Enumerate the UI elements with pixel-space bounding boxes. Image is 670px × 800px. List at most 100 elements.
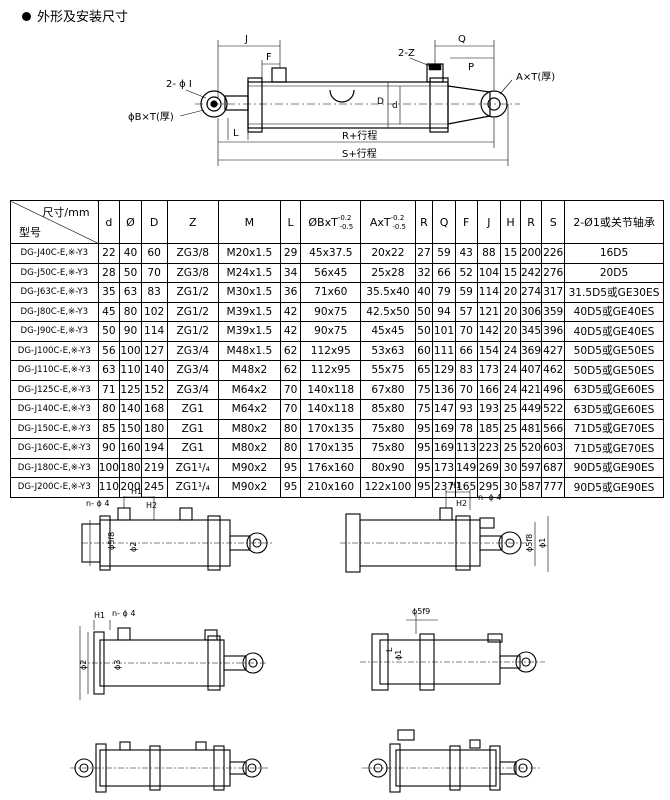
value-cell: 129 <box>432 360 456 381</box>
table-header-row: 尺寸/mm 型号 d Ø D Z M L ØBxT-0.2-0.5 AxT-0.… <box>10 200 664 244</box>
value-cell: 306 <box>519 301 543 322</box>
dim-L: L <box>233 128 239 139</box>
value-cell: 95 <box>279 477 302 498</box>
value-cell: 55x75 <box>360 360 416 381</box>
value-cell: 31.5D5或GE30ES <box>564 282 664 303</box>
value-cell: 112x95 <box>300 340 362 361</box>
value-cell: 170x135 <box>300 438 362 459</box>
value-cell: 57 <box>454 301 478 322</box>
v1-phi5: ϕ5f8 <box>107 532 116 550</box>
value-cell: 56 <box>97 340 121 361</box>
value-cell: 369 <box>519 340 543 361</box>
value-cell: 200 <box>519 243 543 264</box>
value-cell: 85 <box>97 418 121 439</box>
dim-AxT: A×T(厚) <box>516 71 555 83</box>
dim-S: S+行程 <box>342 147 377 160</box>
value-cell: 90 <box>97 438 121 459</box>
value-cell: M64x2 <box>218 379 281 400</box>
value-cell: 53x63 <box>360 340 416 361</box>
value-cell: ZG1¹/₄ <box>166 457 220 478</box>
value-cell: 345 <box>519 321 543 342</box>
value-cell: 110 <box>97 477 121 498</box>
value-cell: M30x1.5 <box>218 282 281 303</box>
dim-F: F <box>266 52 272 63</box>
bullet-icon <box>22 12 31 21</box>
v1-H1: H1 <box>131 487 142 496</box>
value-cell: 142 <box>476 321 502 342</box>
v2-H2: H2 <box>456 499 467 508</box>
header-D: D <box>140 200 168 244</box>
value-cell: 223 <box>476 438 502 459</box>
value-cell: 50 <box>119 262 142 283</box>
header-S: S <box>541 200 566 244</box>
v1-H2: H2 <box>146 501 157 510</box>
v2-n: n- ϕ 4 <box>478 493 501 502</box>
main-drawing: J F 2-Z Q P 2- ϕ I A×T(厚) ϕB×T(厚) L d D … <box>128 34 555 166</box>
value-cell: 50D5或GE50ES <box>564 340 664 361</box>
value-cell: 70 <box>454 379 478 400</box>
value-cell: 150 <box>119 418 142 439</box>
v3-H1: H1 <box>94 611 105 620</box>
value-cell: 100 <box>97 457 121 478</box>
value-cell: 71x60 <box>300 282 362 303</box>
value-cell: 101 <box>432 321 456 342</box>
value-cell: 587 <box>519 477 543 498</box>
value-cell: 85x80 <box>360 399 416 420</box>
value-cell: M20x1.5 <box>218 243 281 264</box>
value-cell: 90x75 <box>300 321 362 342</box>
value-cell: 20 <box>500 301 521 322</box>
value-cell: 90D5或GE90ES <box>564 457 664 478</box>
value-cell: 111 <box>432 340 456 361</box>
dim-P: P <box>468 62 474 73</box>
header-bearing: 2-Ø1或关节轴承 <box>564 200 664 244</box>
v2-phi1: ϕ1 <box>538 538 547 548</box>
value-cell: 34 <box>279 262 302 283</box>
value-cell: 20D5 <box>564 262 664 283</box>
value-cell: 237 <box>432 477 456 498</box>
value-cell: ZG1/2 <box>166 301 220 322</box>
value-cell: 75x80 <box>360 418 416 439</box>
v2-H1: H1 <box>450 481 461 490</box>
dim-J: J <box>244 34 248 45</box>
value-cell: 42.5x50 <box>360 301 416 322</box>
value-cell: M90x2 <box>218 457 281 478</box>
value-cell: 95 <box>414 477 434 498</box>
dim-2Z: 2-Z <box>398 48 415 59</box>
value-cell: 687 <box>541 457 566 478</box>
value-cell: 777 <box>541 477 566 498</box>
value-cell: 104 <box>476 262 502 283</box>
dim-R: R+行程 <box>342 129 377 142</box>
value-cell: 63D5或GE60ES <box>564 379 664 400</box>
v3-phi3: ϕ3 <box>113 660 122 670</box>
value-cell: 50 <box>414 321 434 342</box>
value-cell: 20 <box>500 282 521 303</box>
value-cell: 169 <box>432 438 456 459</box>
value-cell: 194 <box>140 438 168 459</box>
value-cell: 276 <box>541 262 566 283</box>
value-cell: 210x160 <box>300 477 362 498</box>
v1-n: n- ϕ 4 <box>86 499 109 508</box>
dim-Q: Q <box>458 34 466 45</box>
value-cell: 42 <box>279 301 302 322</box>
section-title: 外形及安装尺寸 <box>22 6 128 25</box>
dim-BxT: ϕB×T(厚) <box>128 111 174 123</box>
value-cell: 75 <box>414 379 434 400</box>
model-cell: DG-J200C-E,※-Y3 <box>10 477 99 498</box>
value-cell: ZG1/2 <box>166 321 220 342</box>
value-cell: 32 <box>414 262 434 283</box>
value-cell: ZG1/2 <box>166 282 220 303</box>
dimension-table: 尺寸/mm 型号 d Ø D Z M L ØBxT-0.2-0.5 AxT-0.… <box>10 200 664 498</box>
value-cell: 185 <box>476 418 502 439</box>
v4-L: L <box>385 647 394 652</box>
